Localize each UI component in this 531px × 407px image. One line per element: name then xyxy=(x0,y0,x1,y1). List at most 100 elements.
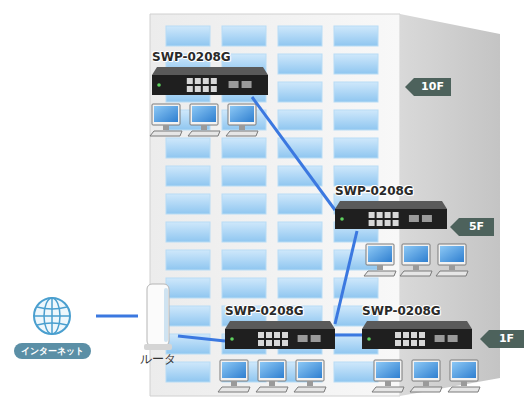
window xyxy=(278,278,322,298)
keyboard xyxy=(188,131,220,136)
window xyxy=(278,194,322,214)
port xyxy=(403,340,409,346)
stand xyxy=(385,381,391,386)
network-switch: SWP-0208G xyxy=(335,184,447,231)
switch-body xyxy=(362,321,472,351)
screen xyxy=(452,362,476,378)
window xyxy=(334,82,378,102)
port xyxy=(282,332,288,338)
keyboard xyxy=(256,387,288,392)
led xyxy=(157,83,161,87)
monitor xyxy=(412,360,440,381)
keyboard xyxy=(448,387,480,392)
keyboard xyxy=(150,131,182,136)
port xyxy=(385,220,391,226)
pc-icon xyxy=(294,360,326,392)
port xyxy=(211,86,217,92)
tag-fill xyxy=(405,78,451,96)
network-cable xyxy=(96,315,138,318)
stand xyxy=(449,265,455,270)
screen xyxy=(260,362,284,378)
port xyxy=(258,340,264,346)
port xyxy=(419,332,425,338)
window xyxy=(334,54,378,74)
keyboard xyxy=(410,387,442,392)
screen xyxy=(192,106,216,122)
sfp-port xyxy=(409,215,419,222)
globe xyxy=(34,298,70,334)
port xyxy=(395,340,401,346)
port xyxy=(203,78,209,84)
monitor xyxy=(190,104,218,125)
port xyxy=(258,332,264,338)
sfp-port xyxy=(422,215,432,222)
sfp-port xyxy=(242,81,252,88)
window xyxy=(278,110,322,130)
window xyxy=(278,222,322,242)
keyboard xyxy=(436,271,468,276)
keyboard xyxy=(372,387,404,392)
keyboard xyxy=(400,271,432,276)
sfp-port xyxy=(298,335,308,342)
pc-icon xyxy=(364,244,396,276)
window xyxy=(166,166,210,186)
window xyxy=(222,194,266,214)
network-cable xyxy=(335,231,357,324)
keyboard xyxy=(218,387,250,392)
stand xyxy=(231,381,237,386)
window xyxy=(334,166,378,186)
stand xyxy=(461,381,467,386)
port xyxy=(195,86,201,92)
switch-front xyxy=(152,75,268,95)
pc-icon xyxy=(436,244,468,276)
window xyxy=(166,306,210,326)
stand xyxy=(423,381,429,386)
screen xyxy=(404,246,428,262)
window xyxy=(166,138,210,158)
floor-tag: 5F xyxy=(450,218,494,236)
window xyxy=(222,250,266,270)
window xyxy=(334,26,378,46)
sw-label: SWP-0208G xyxy=(225,304,335,319)
switch-top xyxy=(225,321,335,329)
window xyxy=(222,222,266,242)
network-switch: SWP-0208G xyxy=(152,50,268,97)
tag-fill xyxy=(450,218,494,236)
monitor xyxy=(402,244,430,265)
port xyxy=(419,340,425,346)
port xyxy=(211,78,217,84)
switch-top xyxy=(362,321,472,329)
network-switch: SWP-0208G xyxy=(362,304,472,351)
switch-top xyxy=(152,67,268,75)
monitor xyxy=(438,244,466,265)
internet-cloud: インターネット xyxy=(8,296,96,359)
switch-front xyxy=(225,329,335,349)
floor-tag: 1F xyxy=(480,330,524,348)
pill: インターネット xyxy=(14,343,91,359)
window xyxy=(166,26,210,46)
port xyxy=(187,78,193,84)
port xyxy=(395,332,401,338)
screen xyxy=(230,106,254,122)
switch-top xyxy=(335,201,447,209)
window xyxy=(334,110,378,130)
tag-label: 10F xyxy=(405,78,451,96)
window xyxy=(278,82,322,102)
port xyxy=(393,220,399,226)
pc-icon xyxy=(410,360,442,392)
network-switch: SWP-0208G xyxy=(225,304,335,351)
globe-icon xyxy=(32,296,72,336)
port xyxy=(274,332,280,338)
port xyxy=(385,212,391,218)
port xyxy=(282,340,288,346)
router-side xyxy=(164,288,168,342)
monitor xyxy=(228,104,256,125)
window xyxy=(222,138,266,158)
network-cable xyxy=(252,97,335,210)
led xyxy=(230,337,234,341)
sfp-port xyxy=(448,335,458,342)
parallel xyxy=(37,307,67,325)
port xyxy=(266,332,272,338)
stand xyxy=(239,125,245,130)
pc-icon xyxy=(188,104,220,136)
